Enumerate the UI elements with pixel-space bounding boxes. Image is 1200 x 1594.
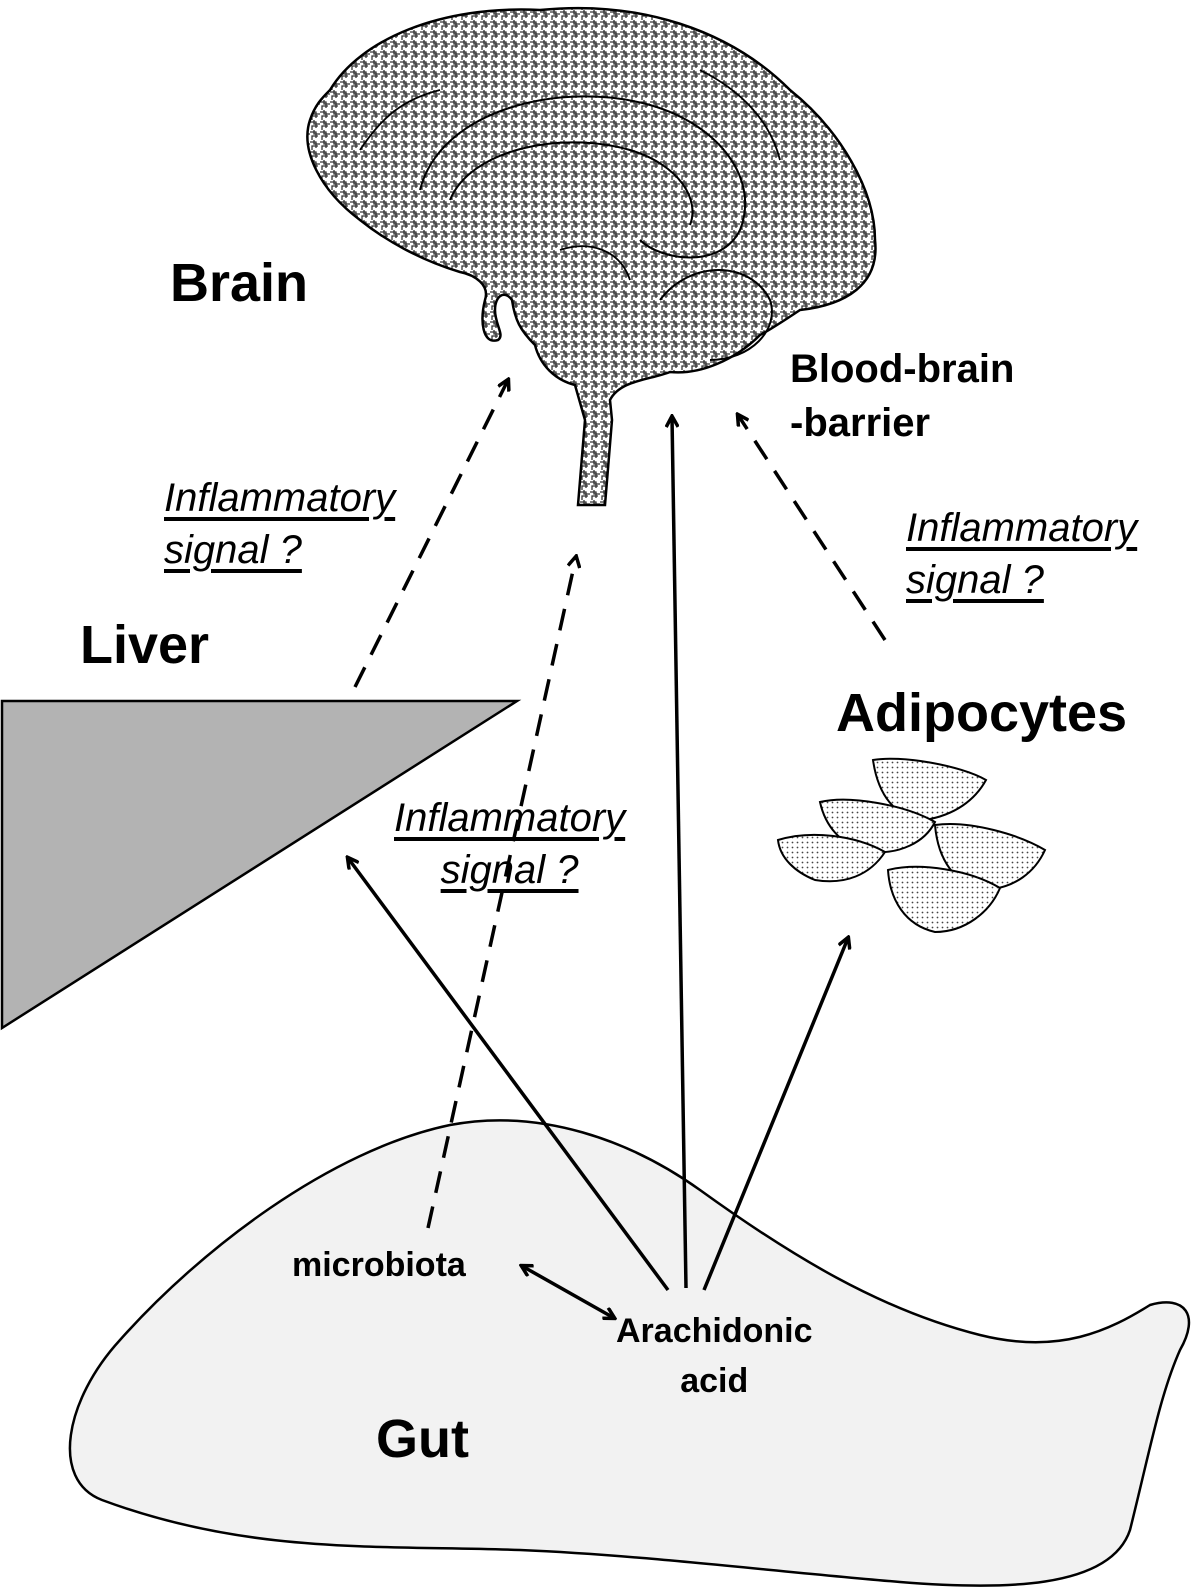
- signal-line-1: Inflammatory: [394, 796, 626, 840]
- adipocyte-cell: [886, 865, 1002, 934]
- gut-to-brain-dashed-arrow: [426, 557, 576, 1229]
- brain-shape: [306, 6, 877, 507]
- barrier-line-2: -barrier: [790, 401, 931, 445]
- signal-line-1: Inflammatory: [906, 506, 1138, 550]
- gut-shape: [68, 1119, 1191, 1587]
- microbiota-acid-double-arrow: [522, 1266, 614, 1318]
- adipocyte-cluster: [776, 757, 1047, 934]
- signal-line-2: signal ?: [906, 558, 1044, 602]
- adipocytes-label: Adipocytes: [836, 683, 1128, 743]
- adipocyte-to-brain-dashed-arrow: [738, 415, 887, 641]
- signal-line-2: signal ?: [440, 848, 579, 892]
- acid-to-liver-arrow: [348, 858, 670, 1292]
- barrier-line-1: Blood-brain: [790, 347, 1015, 391]
- microbiota-label: microbiota: [292, 1246, 466, 1284]
- liver-shape: [0, 699, 522, 1031]
- gut-label: Gut: [376, 1409, 469, 1469]
- adipocyte-cell: [871, 757, 988, 822]
- liver-label: Liver: [80, 615, 210, 675]
- acid-line-1: Arachidonic: [616, 1312, 813, 1350]
- arachidonic-acid-label: Arachidonic acid: [616, 1306, 812, 1406]
- blood-brain-barrier-label: Blood-brain -barrier: [790, 342, 1014, 450]
- signal-line-2: signal ?: [164, 528, 302, 572]
- adipocyte-cell: [776, 833, 887, 883]
- signal-line-1: Inflammatory: [164, 476, 396, 520]
- brain-label: Brain: [170, 253, 309, 313]
- acid-to-brain-arrow: [672, 417, 688, 1289]
- acid-line-2: acid: [680, 1362, 749, 1400]
- adipocyte-inflammatory-signal-label: Inflammatory signal ?: [906, 502, 1137, 606]
- acid-to-adipocytes-arrow: [702, 938, 848, 1291]
- gut-inflammatory-signal-label: Inflammatory signal ?: [394, 792, 625, 896]
- liver-inflammatory-signal-label: Inflammatory signal ?: [164, 472, 395, 576]
- liver-to-brain-dashed-arrow: [353, 380, 508, 688]
